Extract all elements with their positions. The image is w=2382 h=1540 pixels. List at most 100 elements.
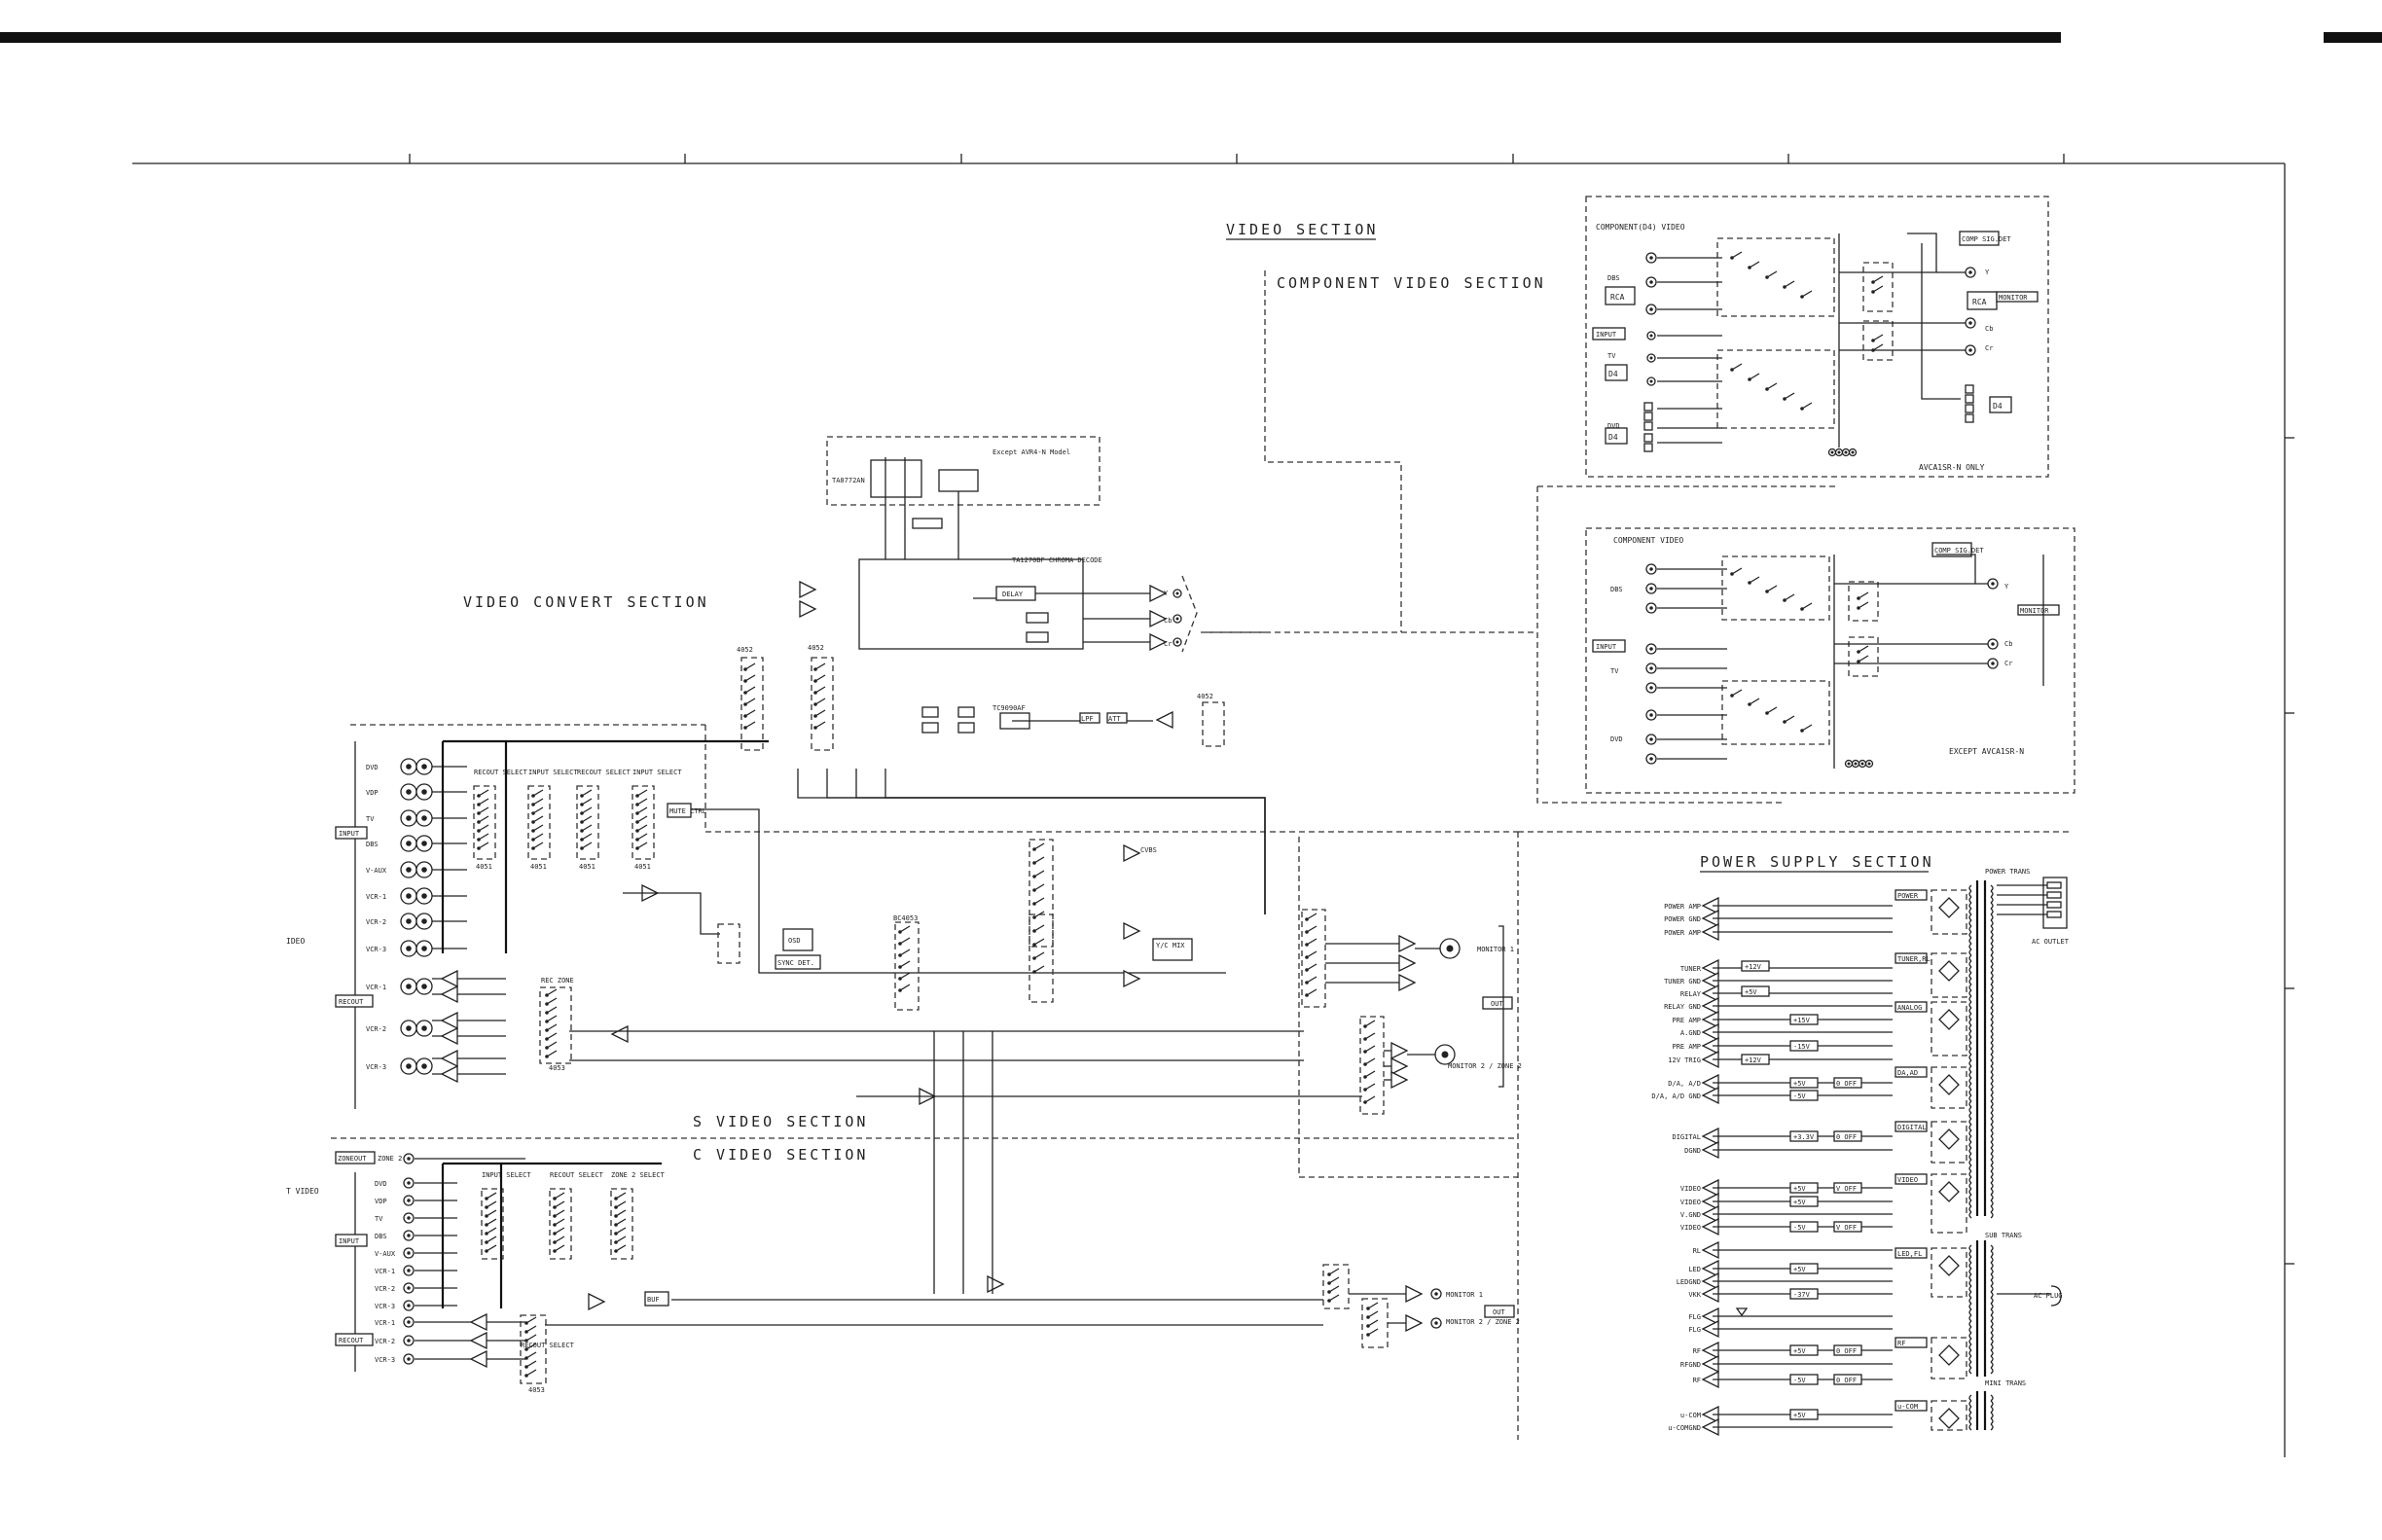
s-recout-buf-0-0 — [440, 969, 458, 988]
decoder-label: TA1270BF CHROMA DECODE — [1012, 556, 1102, 564]
sub-trans-label: SUB TRANS — [1985, 1232, 2022, 1239]
s-ic-sw-3-0-dot — [635, 794, 639, 798]
rail-label-20: LED — [1688, 1266, 1701, 1273]
pw-off-box-3 — [1833, 1221, 1862, 1233]
conv-buf-y — [1149, 584, 1168, 603]
pw-diode-bridge-0 — [1938, 897, 1960, 918]
pw-coil-r — [1990, 1048, 1994, 1056]
pw-coil-r — [1990, 1106, 1994, 1114]
sub-coil-l — [1968, 1285, 1972, 1293]
s-out1-sw-1 — [1306, 925, 1317, 933]
ct-sw-b3 — [1784, 392, 1795, 400]
c-4053-sw-2-dot — [524, 1339, 528, 1343]
pw-coil-r — [1990, 1205, 1994, 1213]
yc-mix-label: Y/C MIX — [1156, 942, 1185, 949]
s-mid-sw-6-dot — [1032, 929, 1036, 933]
ac-outlet-pin-0 — [2046, 881, 2062, 889]
c-source-label-3: DBS — [375, 1233, 387, 1240]
pw-bridge-8 — [1931, 1400, 1967, 1431]
mini-coil-r — [1990, 1417, 1994, 1425]
s-ic-sw-1-1 — [532, 798, 544, 806]
s-out1-sw-5-dot — [1305, 981, 1309, 985]
monitor2-c-label: MONITOR 2 / ZONE 2 — [1446, 1318, 1520, 1326]
cb-sw-c — [1858, 591, 1869, 599]
pw-coil-l — [1968, 1007, 1972, 1015]
osd-label: OSD — [788, 937, 801, 945]
s-source-jack-2-pin — [406, 815, 412, 821]
pw-reg-box-14 — [1789, 1374, 1819, 1385]
s-input-tag: INPUT — [339, 830, 360, 838]
pw-coil-r — [1990, 984, 1994, 991]
s-out2-sw-4-dot — [1363, 1075, 1367, 1079]
c-source-jack-2-pin — [407, 1216, 411, 1220]
power-blocks: POWERTUNER,RLANALOGDA,ADDIGITALVIDEOLED,… — [1741, 889, 1967, 1431]
pw-reg-box-7 — [1789, 1130, 1819, 1142]
c-run-buf — [987, 1274, 1005, 1294]
pw-coil-l — [1968, 1159, 1972, 1166]
pw-coil-r — [1990, 1001, 1994, 1009]
pw-coil-l — [1968, 925, 1972, 933]
pw-off-2: V_OFF — [1836, 1185, 1857, 1193]
component-video-section-title: COMPONENT VIDEO SECTION — [1277, 274, 1546, 292]
convert-out-cb: Cb — [1164, 617, 1172, 625]
s-ic-sw-1-1-dot — [531, 803, 535, 806]
s-out2-sw-1 — [1364, 1032, 1376, 1040]
c-ic-sw-1-0 — [554, 1192, 565, 1200]
sub-coil-r — [1990, 1285, 1994, 1293]
sub-coil-l — [1968, 1349, 1972, 1357]
s-ic-sw-0-2-dot — [477, 811, 481, 815]
cb-sw-b2-dot — [1765, 711, 1769, 715]
dvd-tag: DVD — [1607, 422, 1620, 430]
pw-coil-r — [1990, 1124, 1994, 1131]
fl-diode — [1735, 1307, 1749, 1317]
ct-bot-jack-3-pin — [1851, 450, 1855, 454]
rail-label-21: LEDGND — [1677, 1278, 1701, 1286]
pw-coil-r — [1990, 1100, 1994, 1108]
out-cb-bottom: Cb — [2004, 640, 2012, 648]
rail-label-18: VIDEO — [1680, 1224, 1701, 1232]
c-4053-sw-0-dot — [524, 1321, 528, 1325]
rail-label-28: u-COM — [1680, 1412, 1701, 1419]
tc9090af-label: TC9090AF — [992, 704, 1026, 712]
ct-sw-e-dot — [1871, 339, 1875, 342]
ct-wire-o4 — [1921, 243, 1961, 400]
pw-coil-l — [1968, 1036, 1972, 1044]
c-out2-sw-1 — [1367, 1310, 1379, 1318]
pw-coil-r — [1990, 1059, 1994, 1067]
pw-reg-11: +5V — [1793, 1266, 1806, 1273]
s-mid-sw-5-dot — [1032, 915, 1036, 919]
s-out2-buf-0 — [1390, 1041, 1409, 1060]
pw-coil-r — [1990, 1094, 1994, 1102]
pw-diode-bridge-3 — [1938, 1074, 1960, 1095]
pw-reg-4: +12V — [1745, 1057, 1762, 1064]
cb-bot-jack-3-pin — [1867, 762, 1871, 766]
c-ic-sw-1-1 — [554, 1200, 565, 1208]
pw-coil-r — [1990, 1164, 1994, 1172]
s-ic-box-3 — [632, 785, 655, 860]
s-out2-sw-5 — [1364, 1083, 1376, 1091]
mini-coil-l — [1968, 1406, 1972, 1414]
mini-coil-r — [1990, 1394, 1994, 1402]
s-ic-sw-0-3 — [478, 815, 489, 823]
c-ic-sw-0-6-dot — [485, 1249, 488, 1253]
pw-coil-l — [1968, 1118, 1972, 1126]
conv-lpf-0 — [921, 706, 939, 718]
cb-sw-d — [1858, 601, 1869, 609]
rail-label-19: RL — [1693, 1247, 1701, 1255]
pw-off-box-4 — [1833, 1344, 1862, 1356]
s-ic-sw-3-3 — [636, 815, 648, 823]
conv-sw-a5-dot — [743, 726, 747, 730]
s-bc-sw-1 — [899, 937, 911, 945]
s-bc-sw-3-dot — [898, 965, 902, 969]
ta8772an-label: TA8772AN — [832, 477, 865, 484]
pw-coil-r — [1990, 1024, 1994, 1032]
cb-sw-a2 — [1766, 585, 1778, 592]
s-ic-sw-1-3-dot — [531, 820, 535, 824]
s-sw-mid-1 — [1029, 839, 1054, 948]
conv-sw-b5-dot — [813, 726, 817, 730]
monitor1-s-label: MONITOR 1 — [1477, 946, 1514, 953]
pw-coil-r — [1990, 1077, 1994, 1085]
s-recout-label-1: VCR-2 — [366, 1025, 386, 1033]
pw-coil-r — [1990, 913, 1994, 921]
